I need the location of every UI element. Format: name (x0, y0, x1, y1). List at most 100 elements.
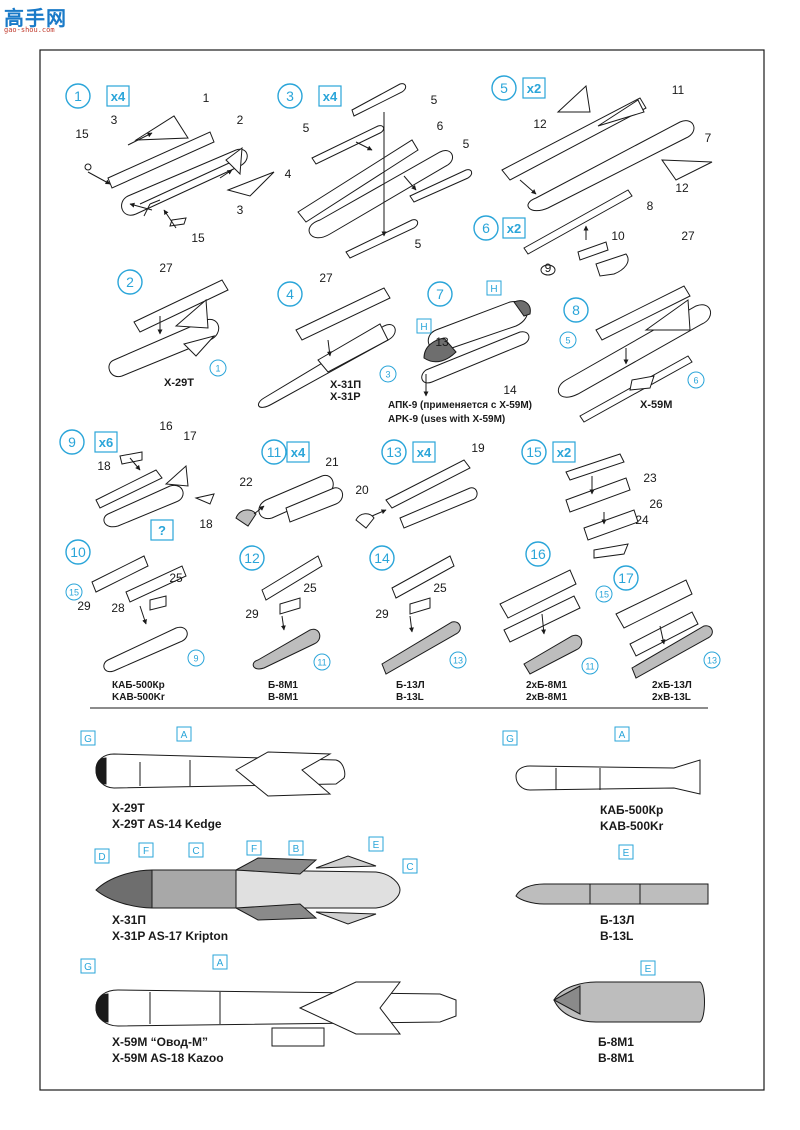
caption-x31-en: Х-31Р (330, 391, 361, 403)
profile-kab500 (515, 759, 701, 795)
part-number: 1 (203, 91, 210, 105)
step9-assembly (95, 451, 215, 528)
svg-text:G: G (506, 734, 514, 745)
svg-text:C: C (192, 846, 199, 857)
step-marker-5: 5 (491, 75, 517, 101)
step15-assembly (565, 453, 639, 559)
color-tag-A: A (614, 726, 630, 742)
caption-x31-ru: Х-31П (330, 379, 361, 391)
svg-text:B: B (293, 844, 300, 855)
step4-assembly (257, 287, 396, 408)
color-tag-D: D (94, 848, 110, 864)
step14-assembly (381, 555, 461, 675)
profile-b13l (515, 883, 709, 905)
svg-text:A: A (181, 730, 188, 741)
step7-assembly (421, 300, 531, 397)
step-number: 14 (374, 550, 390, 566)
step-marker-10: 10 (65, 539, 91, 565)
step13-assembly (355, 459, 478, 529)
caption-x59m: Х-59М (640, 399, 672, 411)
step5-assembly (501, 84, 713, 212)
svg-text:D: D (98, 852, 105, 863)
part-number: 4 (285, 167, 292, 181)
profile-title-b13l-en: B-13L (600, 929, 633, 943)
page-frame (39, 49, 765, 1091)
part-number: 23 (643, 471, 657, 485)
svg-text:E: E (373, 840, 380, 851)
svg-text:1: 1 (215, 364, 220, 374)
part-number: 29 (245, 607, 259, 621)
caption-2xb13l-en: 2xB-13L (652, 692, 691, 703)
svg-text:F: F (251, 844, 257, 855)
step8-assembly (557, 285, 711, 423)
step-marker-13: 13 (381, 439, 407, 465)
part-number: 29 (77, 599, 91, 613)
step-marker-3: 3 (277, 83, 303, 109)
step-marker-7: 7 (427, 281, 453, 307)
step-marker-12: 12 (239, 545, 265, 571)
step12-assembly (252, 555, 323, 670)
step-marker-9: 9 (59, 429, 85, 455)
step-marker-11: 11 (261, 439, 287, 465)
reference-marker-3: 3 (379, 365, 397, 383)
profile-x59m (95, 981, 457, 1047)
svg-text:x4: x4 (323, 89, 338, 104)
profile-title-kab500-ru: КАБ-500Кр (600, 803, 663, 817)
part-number: 16 (159, 419, 173, 433)
profile-x31 (95, 855, 401, 925)
caption-kab500-en: KAB-500Kr (112, 692, 165, 703)
part-number: 12 (533, 117, 547, 131)
caption-kab500-ru: КАБ-500Кр (112, 680, 165, 691)
svg-text:x2: x2 (557, 445, 571, 460)
part-number: 13 (435, 335, 449, 349)
step-marker-16: 16 (525, 541, 551, 567)
profile-title-kab500-en: KAB-500Kr (600, 819, 664, 833)
svg-text:x2: x2 (507, 221, 521, 236)
part-number: 5 (431, 93, 438, 107)
part-number: 3 (111, 113, 118, 127)
step-number: 11 (267, 444, 282, 460)
step-multiplier-6: x2 (502, 217, 526, 239)
caption-b13l-en: B-13L (396, 692, 424, 703)
reference-marker-6: 6 (687, 371, 705, 389)
step-marker-2: 2 (117, 269, 143, 295)
caption-2xb8m1-en: 2xB-8M1 (526, 692, 568, 703)
part-number: 14 (503, 383, 517, 397)
step-marker-4: 4 (277, 281, 303, 307)
part-number: 15 (75, 127, 89, 141)
svg-text:6: 6 (693, 376, 698, 386)
part-number: 27 (159, 261, 173, 275)
part-number: 9 (545, 261, 552, 275)
part-number: 17 (183, 429, 197, 443)
step-marker-15: 15 (521, 439, 547, 465)
caption-2xb13l-ru: 2хБ-13Л (652, 680, 692, 691)
part-number: 25 (433, 581, 447, 595)
step-number: 15 (526, 444, 542, 460)
part-number: 11 (672, 83, 685, 97)
step-number: 12 (244, 550, 260, 566)
profile-x29t (95, 751, 346, 797)
step-marker-8: 8 (563, 297, 589, 323)
step-multiplier-5: x2 (522, 77, 546, 99)
svg-text:11: 11 (317, 658, 326, 668)
color-tag-E: E (368, 836, 384, 852)
svg-text:G: G (84, 962, 92, 973)
reference-marker-15: 15 (65, 583, 83, 601)
svg-text:x4: x4 (111, 89, 126, 104)
caption-b8m1-ru: Б-8М1 (268, 680, 298, 691)
svg-text:F: F (143, 846, 149, 857)
svg-text:H: H (420, 322, 427, 333)
step-multiplier-3: x4 (318, 85, 342, 107)
part-number: 28 (111, 601, 125, 615)
svg-text:E: E (645, 964, 652, 975)
color-tag-G: G (80, 730, 96, 746)
caption-apk9-en: APK-9 (uses with X-59M) (388, 414, 505, 425)
step-number: 16 (530, 546, 546, 562)
step-multiplier-13: x4 (412, 441, 436, 463)
caption-2xb8m1-ru: 2хБ-8М1 (526, 680, 568, 691)
step-multiplier-1: x4 (106, 85, 130, 107)
